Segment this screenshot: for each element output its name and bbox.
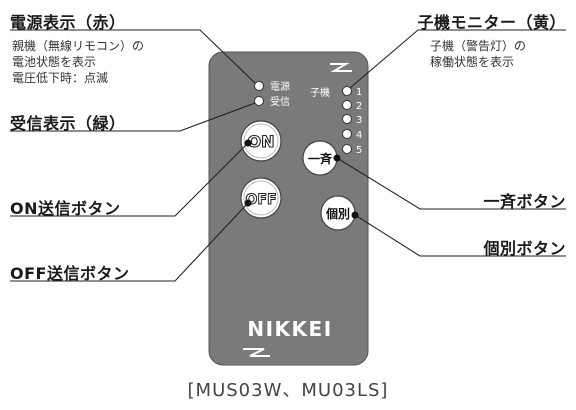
power-led xyxy=(254,81,264,91)
top-slide-mark xyxy=(330,63,352,72)
leader-dots xyxy=(244,139,359,219)
child-led-1 xyxy=(342,86,352,96)
child-monitor-desc-1: 子機（警告灯）の xyxy=(430,39,527,53)
all-button-label: 一斉 xyxy=(308,151,333,166)
power-indicator-desc-3: 電圧低下時：点滅 xyxy=(12,71,109,85)
brand-logo: NIKKEI xyxy=(247,317,332,341)
child-monitor-desc-2: 稼働状態を表示 xyxy=(430,55,515,69)
all-button-title: 一斉ボタン xyxy=(483,192,566,211)
child-led-3 xyxy=(342,114,352,124)
child-monitor-title: 子機モニター（黄） xyxy=(417,13,566,32)
receive-led-label: 受信 xyxy=(270,96,290,108)
child-led-5 xyxy=(342,144,352,154)
child-num-4: 4 xyxy=(356,130,362,141)
child-num-5: 5 xyxy=(356,145,362,156)
child-led-2 xyxy=(342,100,352,110)
child-led-4 xyxy=(342,129,352,139)
all-button[interactable]: 一斉 xyxy=(302,140,338,176)
child-label: 子機 xyxy=(310,86,330,99)
leader-lines xyxy=(10,29,566,282)
on-send-button-title: ON送信ボタン xyxy=(10,199,121,218)
individual-button[interactable]: 個別 xyxy=(320,195,356,231)
off-button-label: OFF xyxy=(245,192,276,208)
off-button[interactable]: OFF xyxy=(240,177,282,219)
power-indicator-desc-1: 親機（無線リモコン）の xyxy=(12,39,145,53)
child-num-2: 2 xyxy=(356,101,362,112)
individual-button-title: 個別ボタン xyxy=(483,239,566,258)
power-indicator-desc-2: 電池状態を表示 xyxy=(12,55,97,69)
receive-indicator-title: 受信表示（緑） xyxy=(10,114,126,133)
child-led-group: 1 2 3 4 5 xyxy=(342,86,362,156)
power-led-label: 電源 xyxy=(270,80,290,93)
on-button-label: ON xyxy=(248,132,275,151)
receive-led xyxy=(254,96,264,106)
bottom-slide-mark xyxy=(243,348,270,357)
child-num-1: 1 xyxy=(356,87,362,98)
power-indicator-title: 電源表示（赤） xyxy=(10,13,126,32)
off-send-button-title: OFF送信ボタン xyxy=(10,264,130,283)
child-num-3: 3 xyxy=(356,115,362,126)
on-button[interactable]: ON xyxy=(240,120,282,162)
model-caption: [MUS03W、MU03LS] xyxy=(187,380,389,401)
individual-button-label: 個別 xyxy=(325,206,350,221)
